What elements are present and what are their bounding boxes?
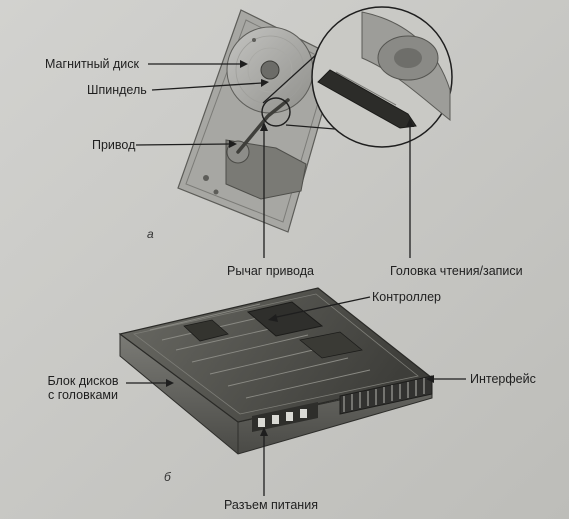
label-interface: Интерфейс bbox=[470, 372, 536, 386]
leader-spindle bbox=[151, 82, 263, 91]
label-rw-head: Головка чтения/записи bbox=[390, 264, 523, 278]
leader-controller bbox=[271, 296, 371, 319]
label-disk-block-line1: Блок дисков bbox=[47, 374, 119, 388]
arrow-interface bbox=[426, 375, 434, 383]
arrow-spindle bbox=[261, 79, 269, 87]
open-hdd-illustration bbox=[177, 9, 339, 233]
label-power-connector: Разъем питания bbox=[224, 498, 318, 512]
arrow-drive bbox=[229, 140, 237, 148]
arrow-rw-head bbox=[406, 118, 414, 127]
arrow-magnetic-disk bbox=[240, 60, 248, 68]
label-actuator-arm: Рычаг привода bbox=[227, 264, 314, 278]
label-controller: Контроллер bbox=[372, 290, 441, 304]
leader-drive bbox=[135, 143, 231, 146]
arrow-power bbox=[260, 427, 268, 436]
label-magnetic-disk: Магнитный диск bbox=[45, 57, 140, 71]
arrow-controller bbox=[268, 314, 278, 322]
arrow-actuator-arm bbox=[260, 122, 268, 131]
label-drive: Привод bbox=[92, 138, 136, 152]
leader-arrowheads bbox=[166, 60, 434, 436]
leader-lines bbox=[126, 63, 466, 496]
label-disk-block-line2: с головками bbox=[48, 388, 118, 402]
caption-a: а bbox=[147, 227, 154, 241]
closed-hdd-illustration bbox=[118, 287, 434, 455]
magnifier-callout bbox=[262, 6, 453, 148]
arrow-disk-block bbox=[166, 379, 174, 387]
label-spindle: Шпиндель bbox=[87, 83, 147, 97]
caption-b: б bbox=[164, 470, 171, 484]
label-disk-block: Блок дисков с головками bbox=[44, 374, 122, 402]
